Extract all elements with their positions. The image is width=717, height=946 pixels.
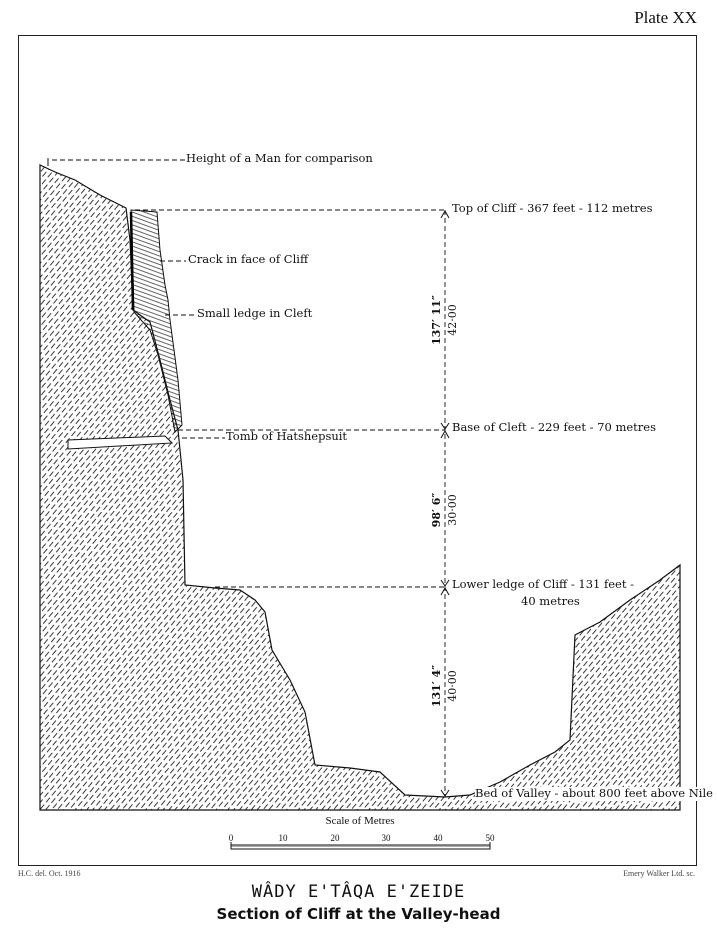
drawing-frame: [18, 35, 697, 866]
scale-tick: 50: [485, 833, 495, 843]
dimension-arrows: [440, 209, 450, 797]
label-base-of-cleft: Base of Cleft - 229 feet - 70 metres: [452, 420, 656, 434]
dim-2-feet: 98′ 6″: [430, 492, 443, 528]
plate-title: WÂDY E'TÂQA E'ZEIDE: [251, 882, 466, 902]
label-crack: Crack in face of Cliff: [188, 252, 309, 266]
label-bed-of-valley: Bed of Valley - about 800 feet above Nil…: [475, 786, 713, 801]
dim-3-feet: 131′ 4″: [430, 664, 443, 708]
label-small-ledge: Small ledge in Cleft: [197, 306, 313, 320]
scale-tick: 30: [381, 833, 391, 843]
scale-tick: 0: [228, 833, 234, 843]
scale-bar: [230, 842, 491, 850]
dim-3-metres: 40·00: [446, 670, 459, 702]
label-tomb: Tomb of Hatshepsuit: [226, 429, 348, 443]
plate-number: Plate XX: [634, 8, 697, 27]
dim-2-metres: 30·00: [446, 494, 459, 526]
dimension-label-2: 98′ 6″ 30·00: [429, 470, 461, 550]
scale-tick: 10: [278, 833, 288, 843]
credit-draughtsman: H.C. del. Oct. 1916: [18, 869, 81, 878]
scale-tick: 20: [330, 833, 340, 843]
dim-1-feet: 137′ 11″: [430, 295, 443, 345]
label-top-of-cliff: Top of Cliff - 367 feet - 112 metres: [452, 201, 653, 215]
credit-engraver: Emery Walker Ltd. sc.: [623, 869, 695, 878]
label-lower-ledge: Lower ledge of Cliff - 131 feet -: [452, 577, 635, 591]
dimension-label-1: 137′ 11″ 42·00: [429, 280, 461, 360]
leader-lines: [52, 159, 446, 797]
plate-subtitle: Section of Cliff at the Valley-head: [216, 905, 501, 923]
cleft-fill: [130, 209, 183, 434]
crack-line: [129, 211, 135, 311]
label-lower-ledge-metres: 40 metres: [521, 594, 580, 608]
scale-title: Scale of Metres: [325, 815, 395, 827]
dimension-label-3: 131′ 4″ 40·00: [429, 646, 461, 726]
scale-tick: 40: [433, 833, 443, 843]
label-man: Height of a Man for comparison: [186, 151, 373, 165]
dim-1-metres: 42·00: [446, 304, 459, 336]
tomb-passage: [67, 435, 174, 450]
